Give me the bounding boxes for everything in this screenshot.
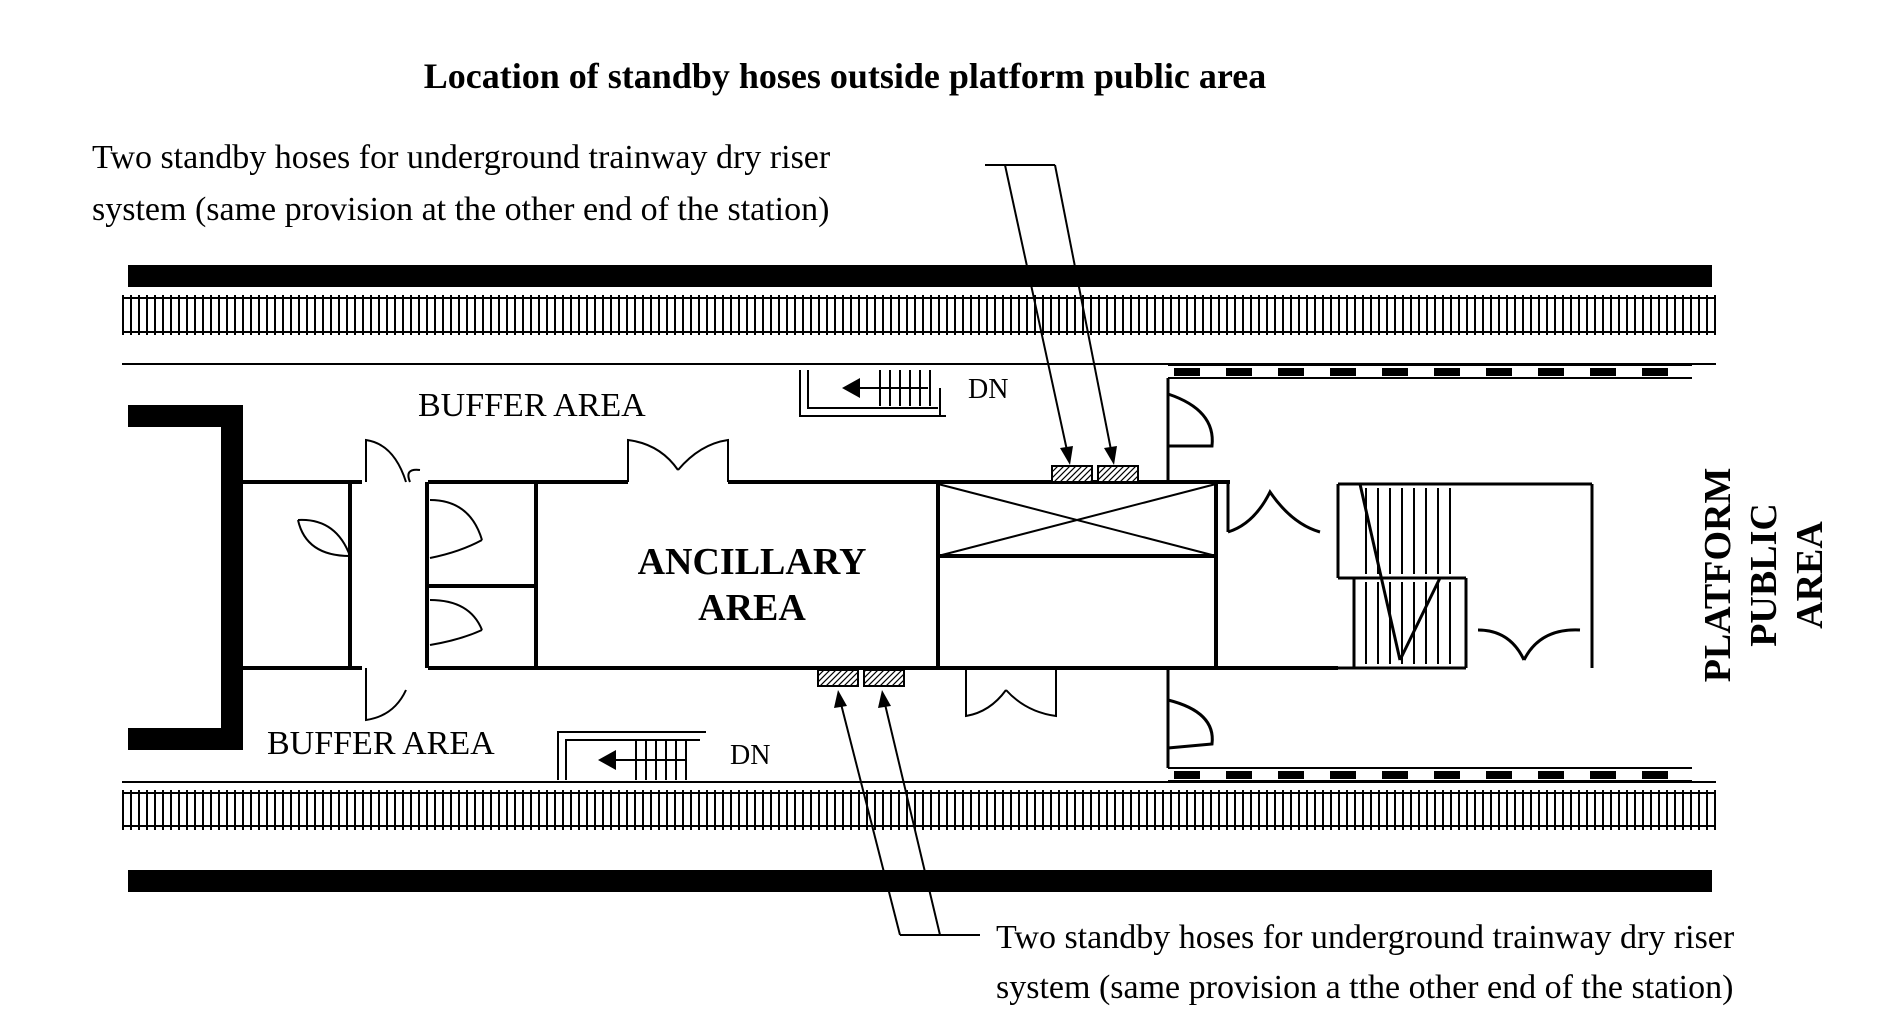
top-hose-note-line1: Two standby hoses for underground trainw… xyxy=(92,139,831,176)
shaft-x-box xyxy=(937,483,1217,557)
top-stair-dn-label: DN xyxy=(968,374,1008,405)
top-leader-arrowheads xyxy=(1060,446,1117,465)
bottom-stair-dn-label: DN xyxy=(730,740,770,771)
platform-label-line3: AREA xyxy=(1789,521,1831,629)
bottom-stair-arrow-icon xyxy=(598,750,616,770)
right-stair-treads xyxy=(1365,488,1451,664)
ancillary-block-walls xyxy=(243,480,1338,670)
buffer-area-bottom-label: BUFFER AREA xyxy=(267,725,495,762)
top-hose-1 xyxy=(1051,465,1093,483)
ancillary-area-label-line2: AREA xyxy=(698,587,806,629)
top-leader-lines xyxy=(985,164,1113,456)
top-platform-edge xyxy=(1168,364,1692,379)
right-stairs xyxy=(1336,482,1594,670)
right-corridor-walls xyxy=(1166,378,1340,768)
bottom-platform-edge xyxy=(1168,767,1692,782)
doors xyxy=(297,438,1057,722)
ancillary-area-label-line1: ANCILLARY xyxy=(638,541,867,583)
top-standby-hoses xyxy=(1051,465,1139,483)
buffer-area-top-label: BUFFER AREA xyxy=(418,387,646,424)
bottom-leader-lines xyxy=(839,699,980,936)
bottom-hose-2 xyxy=(863,669,905,687)
top-hose-2 xyxy=(1097,465,1139,483)
top-outer-wall xyxy=(128,265,1712,287)
bottom-hose-note-line2: system (same provision a tthe other end … xyxy=(996,969,1733,1006)
bottom-standby-hoses xyxy=(817,669,905,687)
bottom-outer-wall xyxy=(128,870,1712,892)
bottom-track xyxy=(122,781,1716,830)
platform-label-line1: PLATFORM xyxy=(1697,468,1739,683)
bottom-down-stair xyxy=(557,731,706,780)
platform-public-area-label: PLATFORM PUBLIC AREA xyxy=(1697,468,1831,683)
platform-label-line2: PUBLIC xyxy=(1743,503,1785,647)
bottom-leader-arrowheads xyxy=(834,690,891,708)
bottom-hose-1 xyxy=(817,669,859,687)
left-end-wall xyxy=(128,405,243,750)
top-hose-note-line2: system (same provision at the other end … xyxy=(92,191,829,228)
bottom-hose-note-line1: Two standby hoses for underground trainw… xyxy=(996,919,1735,956)
diagram-title: Location of standby hoses outside platfo… xyxy=(424,56,1266,96)
top-down-stair xyxy=(799,370,946,417)
top-track xyxy=(122,295,1716,365)
top-stair-arrow-icon xyxy=(842,378,860,398)
